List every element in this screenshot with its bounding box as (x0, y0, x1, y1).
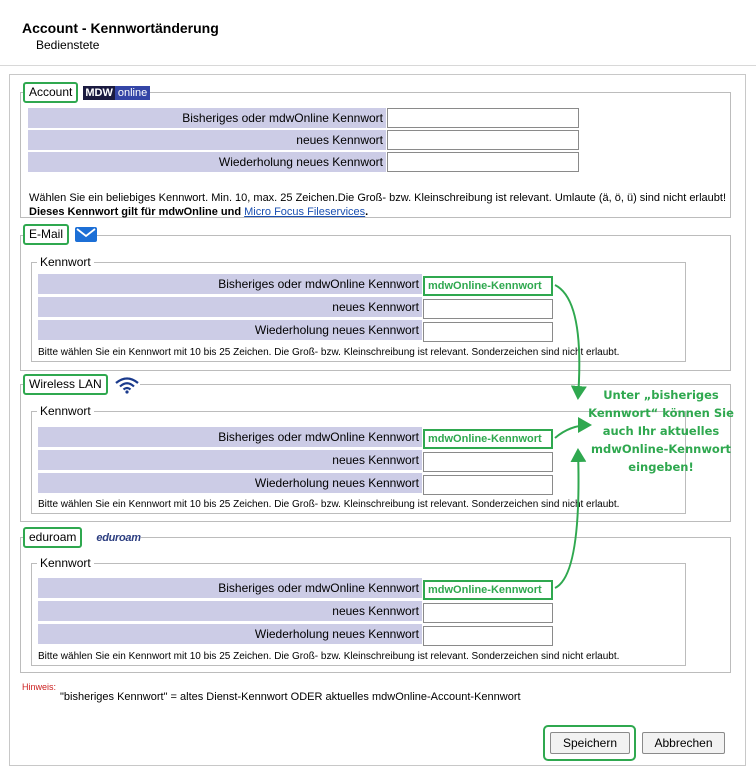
save-button-highlight (543, 725, 636, 761)
hint-text: "bisheriges Kennwort" = altes Dienst-Ken… (60, 691, 521, 703)
wlan-kennwort-legend: Kennwort (37, 404, 94, 418)
eduroam-logo: eduroam (96, 531, 141, 544)
email-repeat-label: Wiederholung neues Kennwort (38, 320, 422, 340)
eduroam-repeat-label: Wiederholung neues Kennwort (38, 624, 422, 644)
wlan-fieldset (20, 384, 731, 522)
account-repeat-input[interactable] (387, 152, 579, 172)
eduroam-legend-label: eduroam (23, 527, 83, 548)
email-old-input[interactable]: mdwOnline-Kennwort (423, 276, 553, 296)
wlan-note: Bitte wählen Sie ein Kennwort mit 10 bis… (38, 499, 620, 510)
form-panel (9, 74, 746, 766)
wlan-repeat-input[interactable] (423, 475, 553, 495)
account-repeat-label: Wiederholung neues Kennwort (28, 152, 386, 172)
wlan-new-input[interactable] (423, 452, 553, 472)
eduroam-old-input[interactable]: mdwOnline-Kennwort (423, 580, 553, 600)
account-fieldset (20, 92, 731, 218)
account-old-input[interactable] (387, 108, 579, 128)
wlan-old-label: Bisheriges oder mdwOnline Kennwort (38, 427, 422, 447)
wlan-repeat-label: Wiederholung neues Kennwort (38, 473, 422, 493)
hint-title: Hinweis: (22, 682, 57, 692)
save-button[interactable]: Speichern (550, 732, 630, 754)
wlan-legend: Wireless LAN (23, 374, 140, 395)
email-legend-label: E-Mail (23, 224, 70, 245)
account-old-label: Bisheriges oder mdwOnline Kennwort (28, 108, 386, 128)
mail-icon (75, 227, 98, 242)
email-old-label: Bisheriges oder mdwOnline Kennwort (38, 274, 422, 294)
account-legend-label: Account (23, 82, 79, 103)
wlan-kennwort-fieldset (31, 411, 686, 514)
email-legend: E-Mail (23, 224, 98, 245)
email-kennwort-legend: Kennwort (37, 255, 94, 269)
account-new-input[interactable] (387, 130, 579, 150)
email-new-label: neues Kennwort (38, 297, 422, 317)
fileservices-link[interactable]: Micro Focus Fileservices (244, 206, 366, 218)
wifi-icon (114, 376, 140, 394)
wlan-old-input[interactable]: mdwOnline-Kennwort (423, 429, 553, 449)
page-title: Account - Kennwortänderung (22, 20, 219, 36)
page-header: Account - Kennwortänderung Bedienstete (0, 0, 756, 66)
eduroam-note: Bitte wählen Sie ein Kennwort mit 10 bis… (38, 651, 620, 662)
wlan-new-label: neues Kennwort (38, 450, 422, 470)
eduroam-new-input[interactable] (423, 603, 553, 623)
eduroam-kennwort-fieldset (31, 563, 686, 666)
eduroam-legend: eduroam eduroam (23, 527, 141, 548)
eduroam-repeat-input[interactable] (423, 626, 553, 646)
wlan-legend-label: Wireless LAN (23, 374, 108, 395)
eduroam-kennwort-legend: Kennwort (37, 556, 94, 570)
cancel-button[interactable]: Abbrechen (642, 732, 725, 754)
account-new-label: neues Kennwort (28, 130, 386, 150)
account-note: Wählen Sie ein beliebiges Kennwort. Min.… (29, 192, 727, 218)
eduroam-fieldset (20, 537, 731, 673)
page-subtitle: Bedienstete (36, 38, 100, 52)
email-new-input[interactable] (423, 299, 553, 319)
callout-text: Unter „bisheriges Kennwort“ können Sie a… (588, 388, 734, 474)
email-repeat-input[interactable] (423, 322, 553, 342)
eduroam-new-label: neues Kennwort (38, 601, 422, 621)
email-kennwort-fieldset (31, 262, 686, 362)
email-note: Bitte wählen Sie ein Kennwort mit 10 bis… (38, 347, 620, 358)
eduroam-old-label: Bisheriges oder mdwOnline Kennwort (38, 578, 422, 598)
email-fieldset (20, 235, 731, 371)
